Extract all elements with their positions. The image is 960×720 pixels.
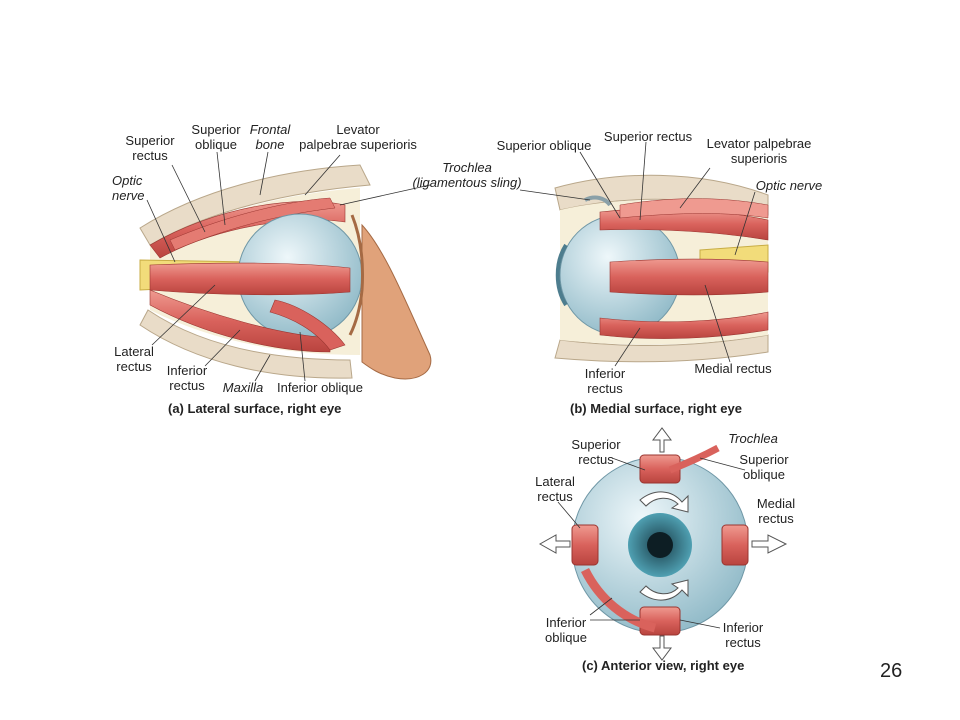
label-b-superior-rectus: Superior rectus — [603, 129, 693, 144]
orbit-bone-a — [139, 164, 371, 246]
pupil-c — [647, 532, 673, 558]
label-c-superior-oblique: Superior oblique — [739, 452, 789, 482]
panel-c-illustration — [538, 427, 788, 661]
label-b-inferior-rectus: Inferior rectus — [584, 366, 626, 396]
medial-rectus-b — [609, 258, 769, 296]
arrow-down-icon — [652, 635, 672, 661]
caption-panel-c: (c) Anterior view, right eye — [582, 658, 745, 673]
rotation-arrow-bottom-icon — [639, 579, 689, 601]
rotation-arrow-top-icon — [639, 491, 689, 513]
label-a-inferior-oblique: Inferior oblique — [277, 380, 363, 395]
label-a-frontal-bone: Frontal bone — [249, 122, 291, 152]
label-c-inferior-oblique: Inferior oblique — [545, 615, 587, 645]
levator-b — [619, 198, 769, 219]
inferior-oblique-a — [269, 299, 346, 351]
superior-oblique-c — [668, 444, 720, 474]
eyelid-a — [348, 214, 364, 336]
orbit-floor-a — [139, 309, 353, 379]
label-b-levator: Levator palpebrae superioris — [706, 136, 812, 166]
page-number: 26 — [880, 660, 903, 682]
inferior-rectus-b — [599, 311, 769, 339]
label-c-lateral-rectus: Lateral rectus — [535, 474, 575, 504]
lateral-rectus-a — [149, 262, 351, 296]
cornea-b — [555, 243, 568, 307]
nose-a — [361, 223, 432, 380]
trochlea-b — [584, 195, 612, 207]
label-a-trochlea: Trochlea (ligamentous sling) — [412, 160, 522, 190]
arrow-left-icon — [538, 534, 571, 554]
arrow-right-icon — [751, 534, 788, 554]
lateral-rectus-c — [571, 524, 599, 566]
label-a-lateral-rectus: Lateral rectus — [114, 344, 154, 374]
label-a-optic-nerve: Optic nerve — [112, 173, 145, 203]
label-c-medial-rectus: Medial rectus — [756, 496, 796, 526]
label-a-superior-rectus: Superior rectus — [125, 133, 175, 163]
arrow-up-icon — [652, 427, 672, 453]
inferior-rectus-a — [149, 289, 331, 353]
label-b-medial-rectus: Medial rectus — [694, 361, 772, 376]
caption-panel-a: (a) Lateral surface, right eye — [168, 401, 342, 416]
label-a-superior-oblique: Superior oblique — [191, 122, 241, 152]
label-a-maxilla: Maxilla — [222, 380, 264, 395]
label-c-superior-rectus: Superior rectus — [571, 437, 621, 467]
inferior-oblique-c — [580, 567, 657, 633]
panel-b-illustration — [554, 174, 769, 363]
label-b-optic-nerve: Optic nerve — [755, 178, 823, 193]
label-c-trochlea: Trochlea — [728, 431, 778, 446]
medial-rectus-c — [721, 524, 749, 566]
label-b-superior-oblique: Superior oblique — [496, 138, 592, 153]
label-a-levator: Levator palpebrae superioris — [299, 122, 417, 152]
leader-lines — [146, 141, 756, 629]
orbit-floor-b — [554, 334, 769, 363]
caption-panel-b: (b) Medial surface, right eye — [570, 401, 742, 416]
label-a-inferior-rectus: Inferior rectus — [166, 363, 208, 393]
superior-oblique-a — [169, 197, 336, 251]
label-c-inferior-rectus: Inferior rectus — [722, 620, 764, 650]
panel-a-illustration — [139, 164, 432, 380]
